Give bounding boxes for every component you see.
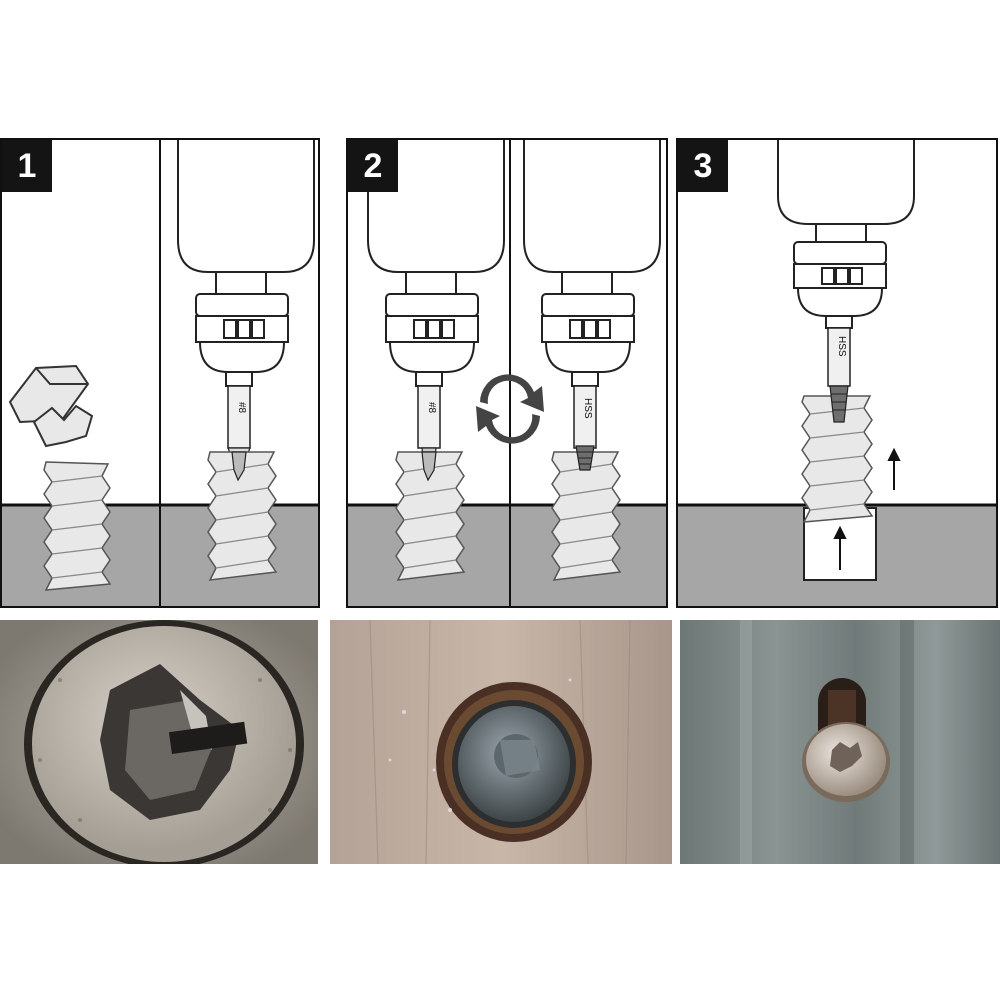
screw-shank [43, 461, 112, 591]
step-2-panel: #8 [346, 138, 668, 608]
screw-shank-extracted [801, 385, 874, 523]
extracted-screw-photo [680, 620, 1000, 864]
up-arrow-icon [833, 525, 847, 570]
rotate-arrows-icon [476, 374, 544, 444]
step-number-badge: 1 [2, 140, 52, 192]
bit-label: HSS [836, 336, 847, 357]
screw-shank-right [551, 445, 622, 581]
screw-shank-left [395, 451, 466, 581]
step-1-diagram: #8 [2, 140, 318, 606]
drill [177, 140, 315, 387]
extractor-bit-right: HSS [573, 385, 597, 449]
drill-right [523, 140, 661, 387]
extractor-bit: HSS [827, 327, 851, 387]
drilled-screw-photo [330, 620, 672, 864]
up-arrow-icon [887, 447, 901, 490]
stripped-screw-photo [0, 620, 318, 864]
step-3-panel: HSS 3 [676, 138, 998, 608]
step-2-diagram: #8 [348, 140, 666, 606]
step-number-badge: 2 [348, 140, 398, 192]
step-1-panel: #8 1 [0, 138, 320, 608]
bit-label-right: HSS [582, 398, 593, 419]
screw-shank-drilled [207, 451, 278, 581]
step-number-badge: 3 [678, 140, 728, 192]
drill-left [367, 140, 505, 387]
bit-label-left: #8 [426, 402, 437, 414]
bit-label: #8 [236, 402, 247, 414]
step-3-diagram: HSS [678, 140, 996, 606]
broken-screw-head [8, 364, 94, 448]
drill [777, 140, 915, 329]
